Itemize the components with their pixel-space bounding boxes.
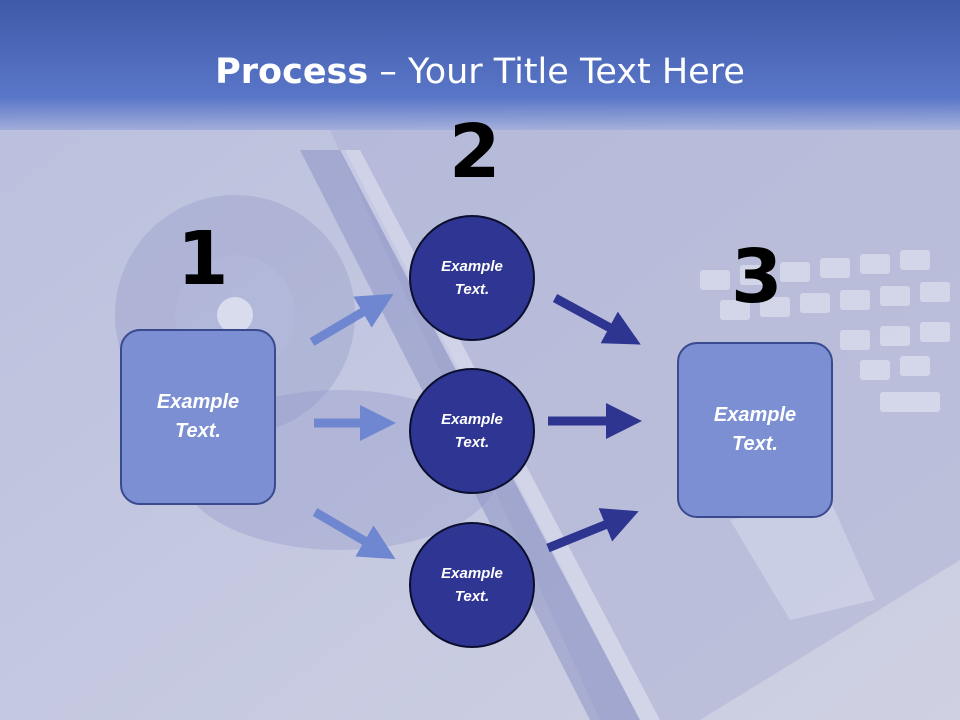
arrow-down-right	[312, 508, 396, 560]
title-bold: Process	[215, 52, 369, 92]
step-1-box[interactable]: Example Text.	[120, 329, 276, 505]
step-2-circle-middle[interactable]: Example Text.	[409, 368, 535, 494]
step-number-1: 1	[177, 216, 229, 302]
step-1-text: Example Text.	[156, 391, 240, 442]
step-number-3: 3	[731, 234, 783, 320]
circle-middle-text: Example Text.	[441, 411, 503, 451]
circle-bottom-text: Example Text.	[441, 565, 503, 605]
step-3-box[interactable]: Example Text.	[677, 342, 833, 518]
slide-title[interactable]: Process – Your Title Text Here	[0, 52, 960, 92]
arrow-up-right	[309, 293, 394, 346]
step-2-circle-bottom[interactable]: Example Text.	[409, 522, 535, 648]
step-2-circle-top[interactable]: Example Text.	[409, 215, 535, 341]
arrow-down-right-dark	[552, 294, 641, 345]
step-3-text: Example Text.	[713, 404, 797, 455]
title-bar	[0, 0, 960, 130]
step-number-2: 2	[449, 109, 501, 195]
arrow-up-right-dark	[546, 508, 639, 553]
circle-top-text: Example Text.	[441, 258, 503, 298]
title-rest: – Your Title Text Here	[368, 52, 745, 92]
